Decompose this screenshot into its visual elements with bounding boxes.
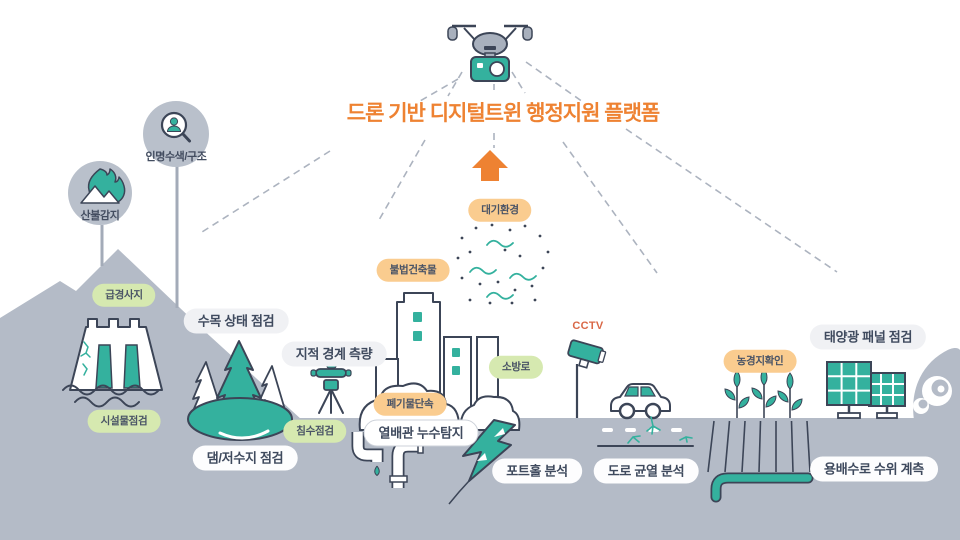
badge-tree-check: 수목 상태 점검 xyxy=(183,308,289,334)
sprouts-icon xyxy=(724,368,803,418)
cctv-camera-icon xyxy=(567,339,607,418)
badge-flood-check: 침수점검 xyxy=(283,419,347,443)
road-crack-icon xyxy=(597,416,694,447)
badge-facility-check: 시설물점검 xyxy=(87,409,161,433)
badge-road-crack: 도로 균열 분석 xyxy=(593,458,699,484)
air-particles-icon xyxy=(456,223,550,305)
search-rescue-icon xyxy=(160,111,191,143)
badge-solar-check: 태양광 패널 점검 xyxy=(809,324,927,350)
drone-icon xyxy=(447,24,533,82)
wildfire-icon xyxy=(80,168,126,204)
car-icon xyxy=(610,383,671,420)
drone-signal-rays xyxy=(201,61,838,274)
wildfire-label: 산불감지 xyxy=(80,210,120,222)
badge-farmland: 농경지확인 xyxy=(723,349,797,373)
trees-icon xyxy=(187,340,293,441)
page-title: 드론 기반 디지털트윈 행정지원 플랫폼 xyxy=(346,102,660,125)
wave-icon xyxy=(913,347,960,420)
solar-panels-icon xyxy=(826,361,906,419)
pipe-leak-icon xyxy=(351,432,424,488)
dam-icon xyxy=(62,318,163,408)
badge-waste-control: 폐기물단속 xyxy=(373,392,447,416)
rescue-label: 인명수색/구조 xyxy=(145,151,207,163)
badge-illegal-building: 불법건축물 xyxy=(376,258,450,282)
badge-pothole: 포트홀 분석 xyxy=(492,458,582,484)
cctv-label: CCTV xyxy=(572,320,604,332)
badge-air-env: 대기환경 xyxy=(468,198,532,222)
badge-steep-slope: 급경사지 xyxy=(92,283,156,307)
crack-bolt-icon xyxy=(448,419,516,505)
badge-waterway: 용배수로 수위 계측 xyxy=(810,456,938,482)
badge-cadastral-survey: 지적 경계 측량 xyxy=(281,341,387,367)
balloon-markers xyxy=(68,101,209,308)
badge-dam-check: 댐/저수지 점검 xyxy=(192,445,298,471)
badge-fire-lane: 소방로 xyxy=(488,355,544,379)
farmland-icon xyxy=(707,368,814,503)
up-arrow-icon xyxy=(472,150,508,181)
survey-tripod-icon xyxy=(310,362,352,414)
badge-pipe-leak: 열배관 누수탐지 xyxy=(363,419,479,447)
